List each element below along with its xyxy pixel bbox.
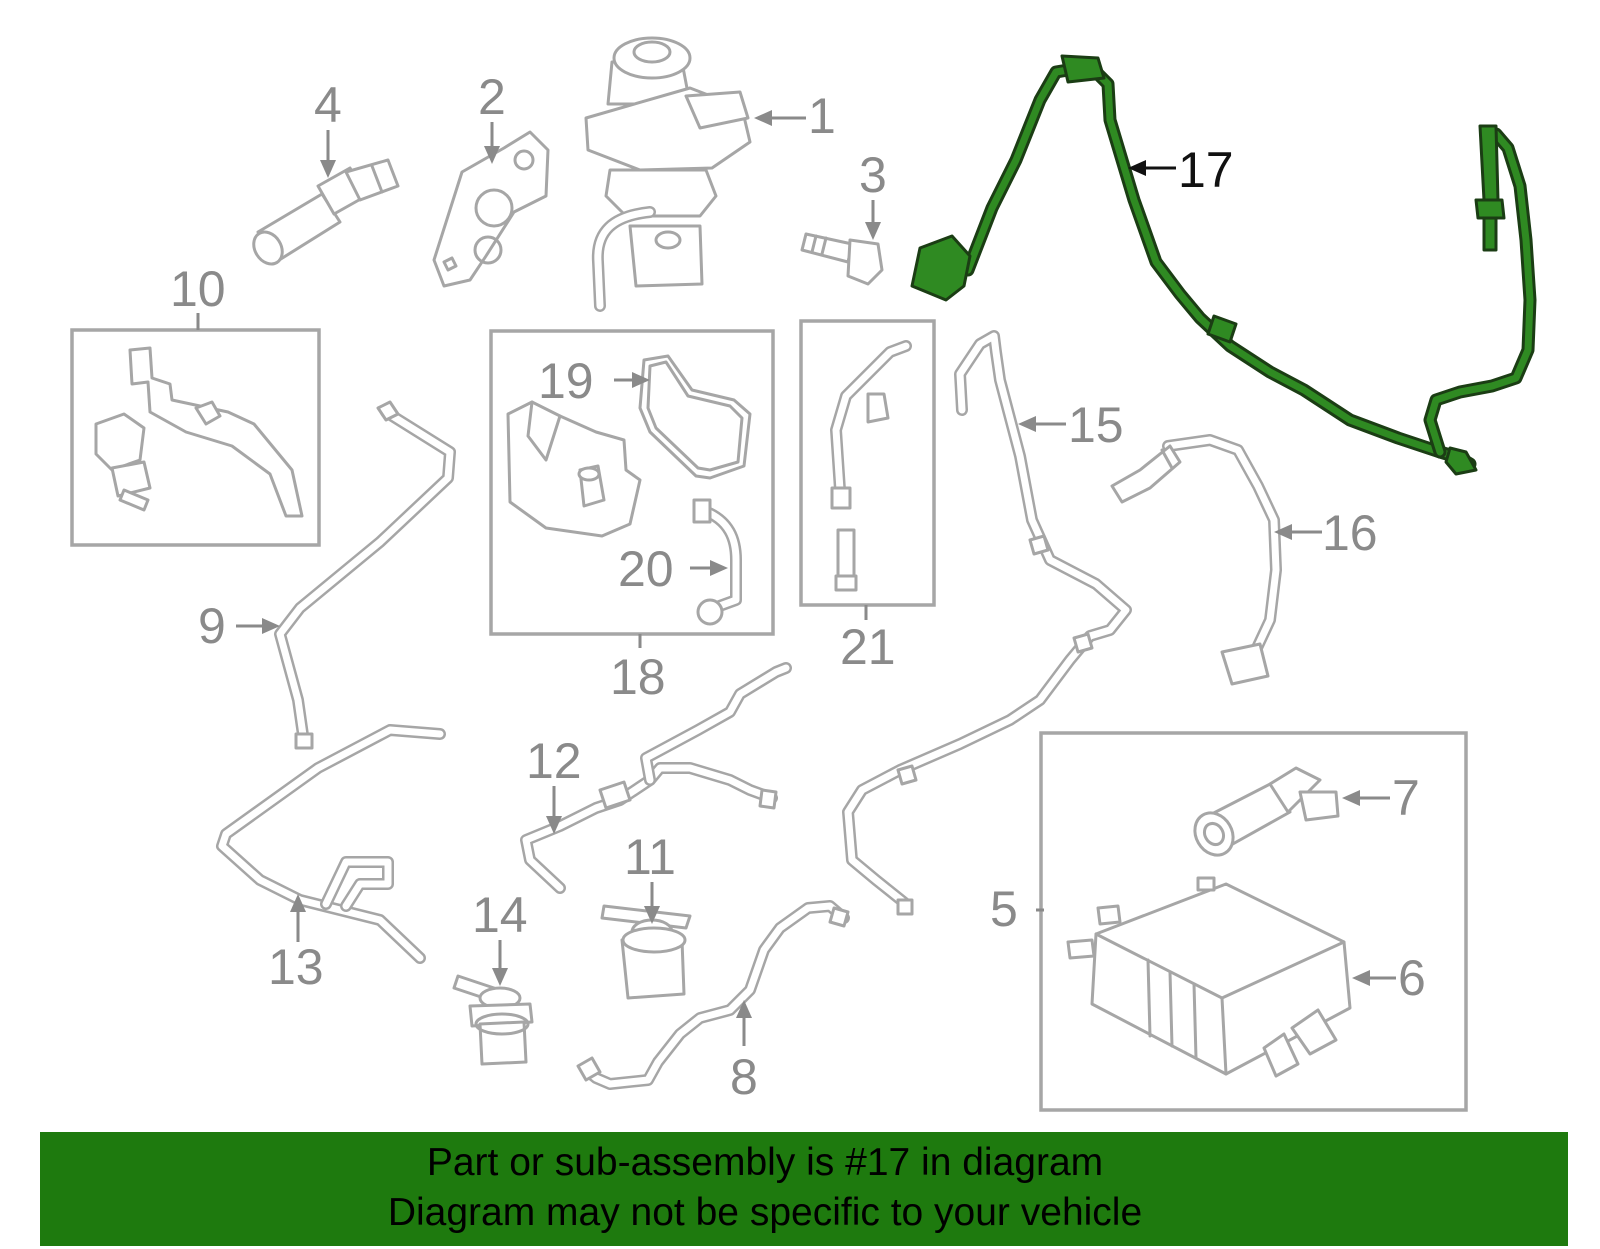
callout-4: 4 (314, 77, 342, 133)
part-14-valve (452, 974, 534, 1066)
part-7-solenoid (1193, 766, 1340, 857)
banner-line-part: Part or sub-assembly is #17 in diagram (426, 1141, 1104, 1184)
part-18-housing (506, 400, 642, 538)
part-13-tube (216, 724, 446, 964)
callout-15: 15 (1068, 397, 1124, 453)
part-17-wiring-harness (910, 54, 1537, 476)
callout-17: 17 (1178, 142, 1234, 198)
callout-10: 10 (170, 261, 226, 317)
callout-7: 7 (1392, 770, 1420, 826)
callout-20: 20 (618, 541, 674, 597)
callout-19: 19 (538, 353, 594, 409)
part-15-pipe (842, 330, 1132, 916)
callout-3: 3 (859, 147, 887, 203)
group-box-5 (1039, 731, 1468, 1112)
part-3-bolt (800, 232, 884, 286)
part-19-gasket (638, 354, 752, 480)
callout-8: 8 (730, 1049, 758, 1105)
callout-11: 11 (624, 829, 676, 885)
banner-line-disclaimer: Diagram may not be specific to your vehi… (387, 1191, 1143, 1234)
callout-arrows (196, 110, 1396, 1046)
callout-2: 2 (478, 69, 506, 125)
part-1-egr-valve (584, 36, 752, 312)
group-box-18 (489, 329, 775, 636)
callout-21: 21 (840, 619, 896, 675)
callout-18: 18 (610, 649, 666, 705)
group-box-10 (70, 328, 321, 547)
callout-9: 9 (198, 598, 226, 654)
callout-16: 16 (1322, 505, 1378, 561)
part-12-tube (520, 662, 792, 894)
info-banner: Part or sub-assembly is #17 in diagram D… (40, 1132, 1568, 1246)
part-11-filter (600, 904, 692, 1000)
callout-13: 13 (268, 939, 324, 995)
part-16-oxygen-sensor (1110, 434, 1282, 686)
part-10-bracket-assembly (94, 346, 304, 518)
part-6-canister (1066, 876, 1352, 1078)
part-8-tube (576, 900, 850, 1090)
callout-14: 14 (472, 887, 528, 943)
part-9-tube (274, 400, 456, 750)
callout-6: 6 (1398, 950, 1426, 1006)
part-20-hose (692, 498, 742, 626)
callout-5: 5 (990, 881, 1018, 937)
group-box-21 (799, 319, 936, 607)
part-4-sensor (252, 158, 400, 266)
callout-1: 1 (808, 88, 836, 144)
part-2-gasket (432, 130, 550, 288)
part-21-pipe (830, 340, 912, 592)
callout-12: 12 (526, 733, 582, 789)
